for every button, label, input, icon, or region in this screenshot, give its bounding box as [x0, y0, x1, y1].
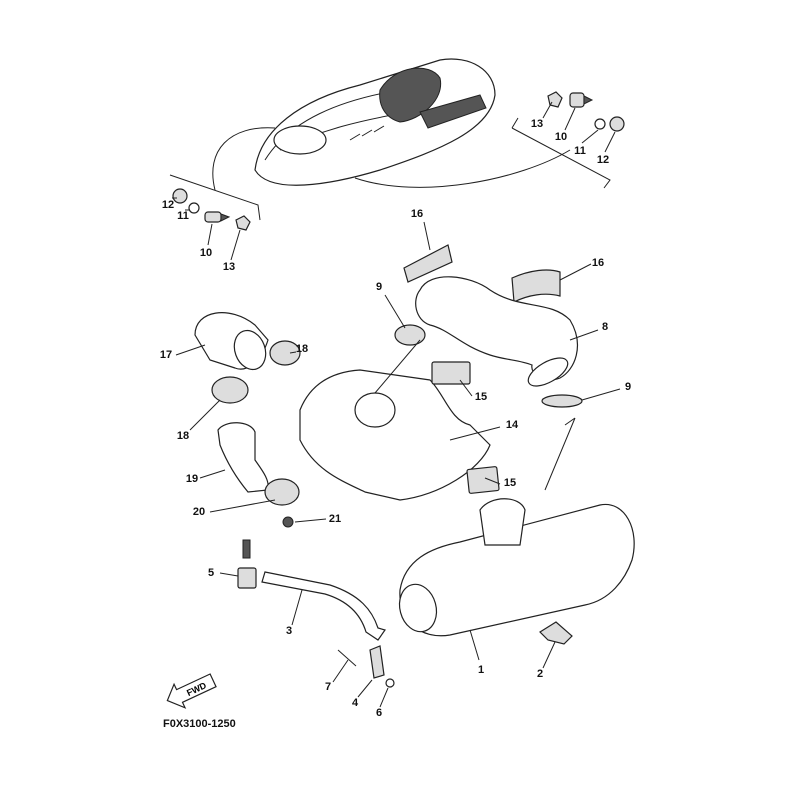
callout-14: 14 — [505, 419, 519, 431]
bolt — [242, 539, 251, 559]
part-9-clamp-a — [394, 324, 426, 346]
callout-7: 7 — [324, 681, 332, 693]
callout-12: 12 — [596, 154, 610, 166]
callout-1: 1 — [477, 664, 485, 676]
callout-21: 21 — [328, 513, 342, 525]
callout-4: 4 — [351, 697, 359, 709]
part-5-clip — [237, 567, 257, 589]
hardware-right — [547, 91, 625, 132]
callout-2: 2 — [536, 668, 544, 680]
part-20-gasket — [264, 478, 300, 506]
callout-17: 17 — [159, 349, 173, 361]
callout-5: 5 — [207, 567, 215, 579]
part-15-pad-a — [431, 361, 471, 385]
callout-9: 9 — [375, 281, 383, 293]
callout-16: 16 — [410, 208, 424, 220]
callout-19: 19 — [185, 473, 199, 485]
callout-12: 12 — [161, 199, 175, 211]
callout-13: 13 — [530, 118, 544, 130]
part-15-pad-b — [466, 466, 500, 494]
part-21-bolt — [282, 516, 294, 528]
callout-10: 10 — [554, 131, 568, 143]
callout-20: 20 — [192, 506, 206, 518]
part-6-washer — [385, 678, 395, 688]
callout-15: 15 — [474, 391, 488, 403]
callout-18: 18 — [176, 430, 190, 442]
callout-11: 11 — [177, 210, 189, 222]
part-1-muffler — [399, 503, 635, 637]
callout-9: 9 — [624, 381, 632, 393]
bracket-left — [169, 174, 261, 221]
callout-8: 8 — [601, 321, 609, 333]
part-16-pad-b — [511, 269, 561, 303]
callout-16: 16 — [591, 257, 605, 269]
leader-lines — [172, 101, 621, 708]
part-3-strap — [261, 571, 386, 641]
callout-11: 11 — [574, 145, 586, 157]
part-16-pad-a — [403, 244, 453, 283]
bracket-right — [511, 117, 611, 189]
part-9-clamp-b — [541, 394, 583, 408]
callout-10: 10 — [199, 247, 213, 259]
watercraft-illustration — [212, 58, 571, 191]
diagram-code: F0X3100-1250 — [163, 718, 236, 730]
part-18-clamp-a — [269, 340, 301, 366]
part-19-elbow — [217, 422, 269, 493]
part-7-pin — [337, 649, 357, 667]
part-4-bracket — [369, 645, 385, 679]
callout-18: 18 — [295, 343, 309, 355]
callout-6: 6 — [375, 707, 383, 719]
callout-13: 13 — [222, 261, 236, 273]
part-2-bracket — [539, 621, 573, 645]
part-14-water-lock — [299, 369, 491, 501]
part-18-clamp-b — [211, 376, 249, 404]
callout-3: 3 — [285, 625, 293, 637]
fwd-arrow-icon: FWD — [166, 673, 217, 709]
callout-15: 15 — [503, 477, 517, 489]
hardware-left — [172, 188, 251, 231]
